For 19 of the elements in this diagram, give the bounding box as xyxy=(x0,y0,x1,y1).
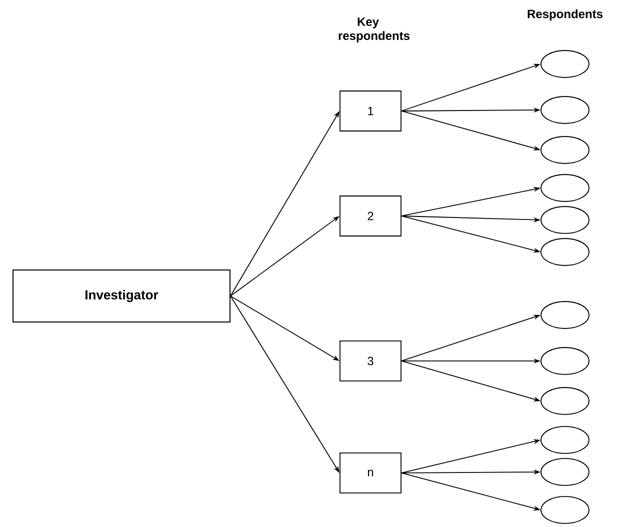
column-heading: Respondents xyxy=(528,9,602,21)
respondent-ellipse xyxy=(540,136,590,164)
respondent-ellipse xyxy=(540,50,590,78)
respondent-ellipse xyxy=(540,174,590,202)
investigator-box: Investigator xyxy=(12,270,230,322)
key-respondent-box: 3 xyxy=(340,340,402,382)
respondent-ellipse xyxy=(540,387,590,415)
respondent-ellipse xyxy=(540,426,590,454)
respondent-ellipse xyxy=(540,206,590,234)
respondent-ellipse xyxy=(540,458,590,486)
key-respondent-box: 1 xyxy=(340,90,402,132)
respondent-ellipse xyxy=(540,238,590,266)
key-respondent-box: n xyxy=(340,452,402,494)
respondent-ellipse xyxy=(540,301,590,329)
key-respondent-box: 2 xyxy=(340,196,402,236)
respondent-ellipse xyxy=(540,496,590,524)
respondent-ellipse xyxy=(540,347,590,375)
column-heading: Key respondents xyxy=(338,18,410,42)
respondent-ellipse xyxy=(540,96,590,124)
